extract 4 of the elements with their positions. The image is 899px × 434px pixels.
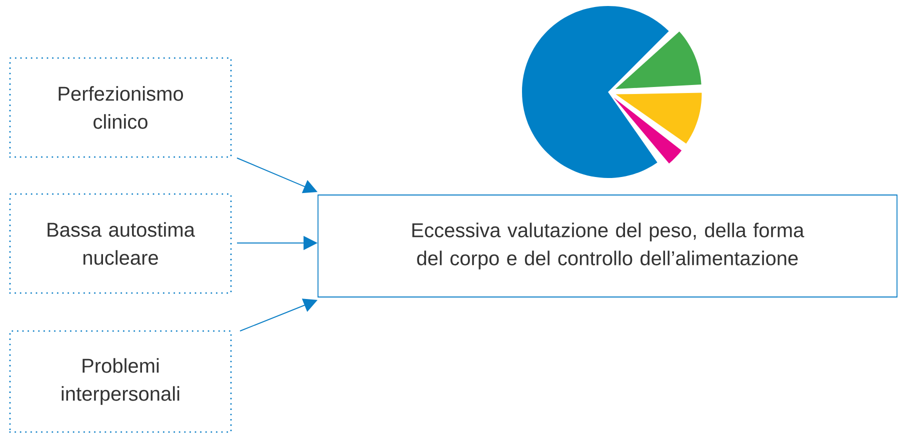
dotted-box: Problemi interpersonali <box>9 330 232 433</box>
dotted-box: Bassa autostima nucleare <box>9 193 232 294</box>
process-box: Eccessiva valutazione del peso, della forma del corpo e del controllo dell’alimentazione <box>318 194 898 298</box>
dotted-box: Perfezionismo clinico <box>9 57 232 158</box>
